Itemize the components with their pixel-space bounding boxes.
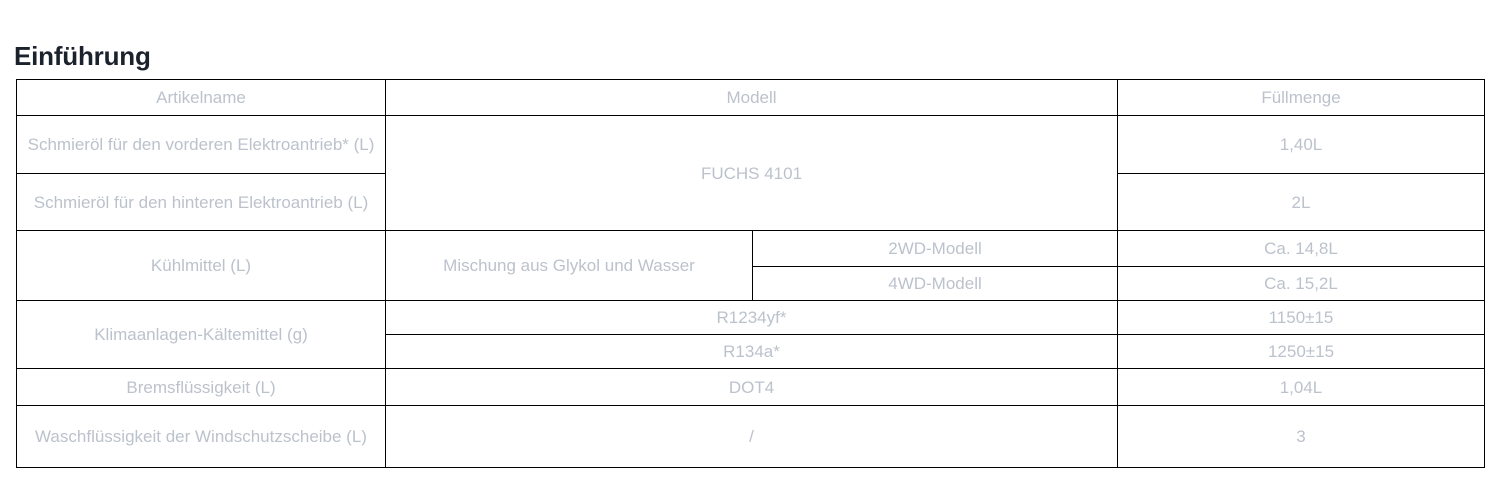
cell-model: Mischung aus Glykol und Wasser bbox=[385, 230, 753, 301]
cell-model: FUCHS 4101 bbox=[385, 115, 1118, 231]
cell-model-variant: 4WD-Modell bbox=[752, 266, 1118, 301]
cell-capacity: 2L bbox=[1117, 173, 1485, 231]
cell-item-name: Kühlmittel (L) bbox=[16, 230, 386, 301]
table-row: Waschflüssigkeit der Windschutzscheibe (… bbox=[16, 405, 1485, 468]
cell-capacity: 1150±15 bbox=[1117, 300, 1485, 335]
table-header: Artikelname Modell Füllmenge bbox=[16, 79, 1485, 116]
table-row: Klimaanlagen-Kältemittel (g) R1234yf* 11… bbox=[16, 300, 1485, 369]
cell-capacity: 1,04L bbox=[1117, 368, 1485, 406]
column-header-capacity: Füllmenge bbox=[1117, 79, 1485, 116]
specification-table-container: Artikelname Modell Füllmenge Schmieröl f… bbox=[16, 79, 1485, 468]
page-title: Einführung bbox=[14, 41, 151, 72]
cell-capacity: 3 bbox=[1117, 405, 1485, 468]
cell-capacity: Ca. 15,2L bbox=[1117, 266, 1485, 301]
table-row: Schmieröl für den hinteren Elektroantrie… bbox=[16, 173, 1485, 231]
column-header-model: Modell bbox=[385, 79, 1118, 116]
table-row: R134a* 1250±15 bbox=[17, 334, 1485, 369]
table-header-row: Artikelname Modell Füllmenge bbox=[16, 79, 1485, 116]
cell-item-name: Schmieröl für den vorderen Elektroantrie… bbox=[16, 115, 386, 174]
cell-item-name: Klimaanlagen-Kältemittel (g) bbox=[16, 300, 386, 369]
table-row: 4WD-Modell Ca. 15,2L bbox=[17, 266, 1485, 301]
cell-capacity: Ca. 14,8L bbox=[1117, 230, 1485, 267]
column-header-item-name: Artikelname bbox=[16, 79, 386, 116]
cell-model: R1234yf* bbox=[385, 300, 1118, 335]
table-body: Schmieröl für den vorderen Elektroantrie… bbox=[16, 115, 1485, 468]
cell-item-name: Bremsflüssigkeit (L) bbox=[16, 368, 386, 406]
specification-table: Artikelname Modell Füllmenge Schmieröl f… bbox=[16, 79, 1485, 468]
table-row: Bremsflüssigkeit (L) DOT4 1,04L bbox=[16, 368, 1485, 406]
cell-model: / bbox=[385, 405, 1118, 468]
cell-model: DOT4 bbox=[385, 368, 1118, 406]
cell-item-name: Waschflüssigkeit der Windschutzscheibe (… bbox=[16, 405, 386, 468]
cell-model-variant: 2WD-Modell bbox=[752, 230, 1118, 267]
table-row: Schmieröl für den vorderen Elektroantrie… bbox=[16, 115, 1485, 231]
cell-item-name: Schmieröl für den hinteren Elektroantrie… bbox=[16, 173, 386, 231]
cell-capacity: 1250±15 bbox=[1117, 334, 1485, 369]
cell-model: R134a* bbox=[385, 334, 1118, 369]
cell-capacity: 1,40L bbox=[1117, 115, 1485, 174]
table-row: Kühlmittel (L) Mischung aus Glykol und W… bbox=[16, 230, 1485, 301]
